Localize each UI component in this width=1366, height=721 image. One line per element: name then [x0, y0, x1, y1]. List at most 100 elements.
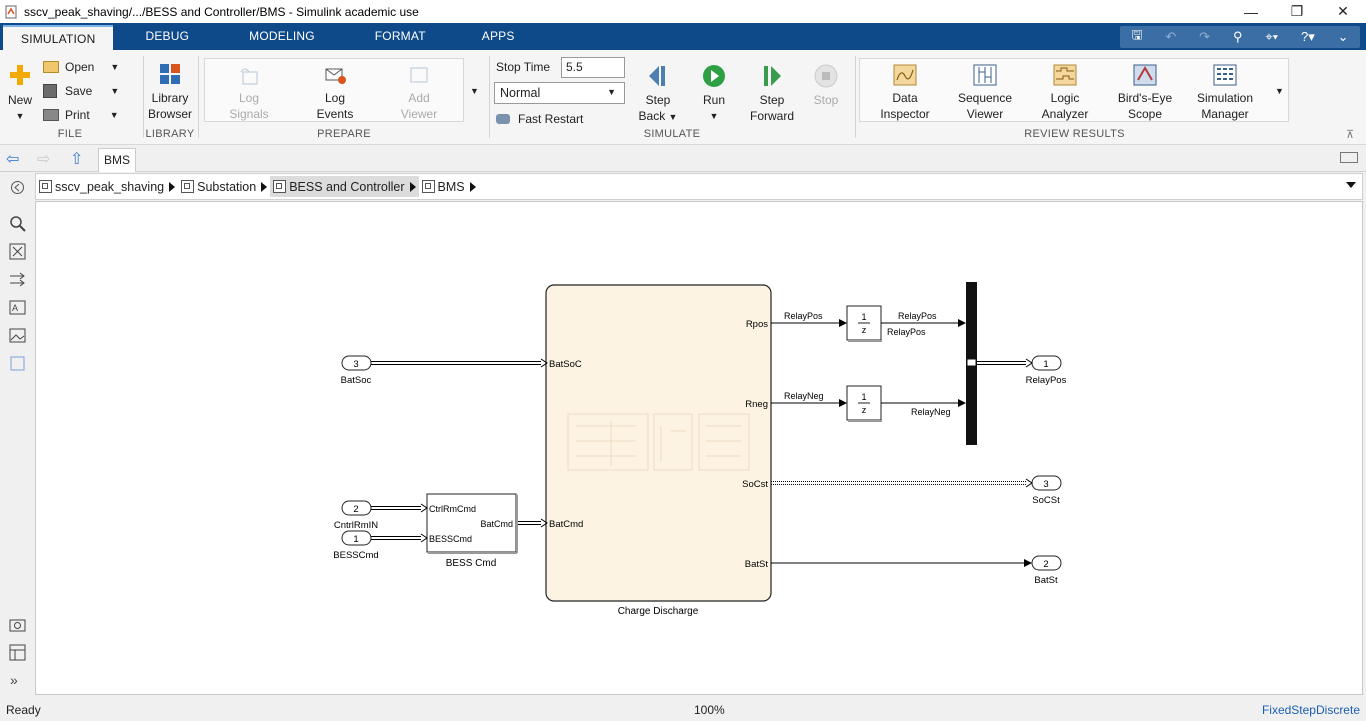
- add-viewer-button[interactable]: Add Viewer: [396, 64, 442, 122]
- inport-batsoc[interactable]: 3 BatSoc: [341, 355, 372, 386]
- restore-button[interactable]: ❐: [1290, 3, 1304, 19]
- tab-modeling[interactable]: MODELING: [249, 29, 315, 43]
- data-inspector-button[interactable]: Data Inspector: [877, 64, 933, 122]
- redo-icon[interactable]: ↷: [1199, 29, 1211, 44]
- inport-besscmd[interactable]: 1 BESSCmd: [333, 530, 379, 561]
- minimize-button[interactable]: —: [1244, 3, 1258, 20]
- unit-delay-block-pos[interactable]: 1 z: [846, 305, 882, 342]
- subsystem-thumbnail: [567, 413, 750, 471]
- open-button[interactable]: Open ▼: [43, 60, 119, 74]
- signal-label-relaypos-bus[interactable]: RelayPos: [887, 327, 926, 337]
- close-button[interactable]: ✕: [1337, 3, 1349, 19]
- new-button[interactable]: New ▼: [4, 62, 36, 124]
- data-inspector-icon: [893, 64, 917, 86]
- keyboard-icon[interactable]: [1340, 152, 1358, 163]
- run-icon: [703, 65, 725, 87]
- breadcrumb-item-bms[interactable]: BMS: [419, 176, 479, 197]
- svg-text:CntrlRmIN: CntrlRmIN: [334, 520, 378, 531]
- hide-browser-icon[interactable]: [9, 179, 26, 196]
- step-back-button[interactable]: Step Back ▼: [638, 64, 678, 125]
- svg-text:BESSCmd: BESSCmd: [333, 550, 378, 561]
- tab-bms[interactable]: BMS: [98, 148, 136, 172]
- outport-relaypos[interactable]: 1 RelayPos: [1026, 355, 1067, 386]
- annotation-icon[interactable]: A: [9, 299, 26, 316]
- stop-button[interactable]: Stop: [808, 64, 844, 108]
- chevron-down-icon[interactable]: [1346, 182, 1356, 188]
- help-icon[interactable]: ?▾: [1301, 29, 1315, 44]
- fit-to-view-icon[interactable]: [9, 243, 26, 260]
- expand-chevrons-icon[interactable]: »: [10, 672, 18, 688]
- port-label-rneg: Rneg: [745, 399, 768, 410]
- signal-arrow-icon[interactable]: [9, 271, 26, 288]
- print-button[interactable]: Print ▼: [43, 108, 119, 122]
- chevron-down-icon: ▼: [109, 110, 119, 120]
- model-canvas[interactable]: BatSoC BatCmd Rpos Rneg SoCst BatSt Char…: [35, 201, 1363, 695]
- model-toolbar: ⇦ ⇨ ⇧ BMS: [0, 145, 1366, 172]
- simulation-mode-select[interactable]: Normal ▼: [494, 82, 625, 104]
- back-arrow-icon[interactable]: ⇦: [6, 151, 20, 168]
- signal-label-relayneg-delayed[interactable]: RelayNeg: [911, 407, 951, 417]
- stop-time-input[interactable]: 5.5: [561, 57, 625, 78]
- subsystem-icon: [273, 180, 287, 193]
- log-signals-button[interactable]: Log Signals: [226, 64, 272, 122]
- breadcrumb-item-bess-controller[interactable]: BESS and Controller: [270, 176, 419, 197]
- chevron-down-icon[interactable]: ▼: [1275, 86, 1284, 96]
- chevron-down-icon: ▼: [110, 86, 120, 96]
- quick-access-toolbar: 🖫 ↶ ↷ ⚲ ⌖▾ ?▾ ⌄: [1120, 26, 1360, 48]
- image-icon[interactable]: [9, 327, 26, 344]
- sequence-viewer-button[interactable]: Sequence Viewer: [955, 64, 1015, 122]
- camera-icon[interactable]: [9, 616, 26, 633]
- tab-format[interactable]: FORMAT: [374, 29, 426, 43]
- undo-icon[interactable]: ↶: [1165, 29, 1177, 44]
- signal-label-relayneg[interactable]: RelayNeg: [784, 391, 824, 401]
- run-button[interactable]: Run ▼: [696, 64, 732, 124]
- unit-delay-block-neg[interactable]: 1 z: [846, 385, 882, 422]
- fast-restart-toggle[interactable]: Fast Restart: [496, 112, 583, 126]
- new-icon: [10, 65, 30, 85]
- log-events-button[interactable]: Log Events: [310, 64, 360, 122]
- log-events-icon: [325, 68, 346, 84]
- area-icon[interactable]: [9, 355, 26, 372]
- chevron-down-icon: ▼: [668, 112, 678, 122]
- model-browser-icon[interactable]: [9, 644, 26, 661]
- save-icon[interactable]: 🖫: [1131, 27, 1143, 42]
- svg-text:BatSt: BatSt: [1034, 575, 1058, 586]
- divider: [143, 56, 144, 138]
- pin-icon[interactable]: ⌖▾: [1265, 29, 1279, 44]
- save-button[interactable]: Save ▼: [43, 84, 119, 98]
- bess-cmd-block[interactable]: CtrlRmCmd BESSCmd BatCmd BESS Cmd: [426, 493, 518, 569]
- outport-batst[interactable]: 2 BatSt: [1031, 555, 1062, 586]
- library-browser-button[interactable]: Library Browser: [146, 62, 194, 122]
- signal-label-relaypos-delayed[interactable]: RelayPos: [898, 311, 937, 321]
- folder-icon: [43, 61, 59, 73]
- solver-link[interactable]: FixedStepDiscrete: [1261, 703, 1360, 717]
- forward-arrow-icon[interactable]: ⇨: [37, 151, 51, 168]
- port-label-batst: BatSt: [745, 559, 769, 570]
- logic-analyzer-button[interactable]: Logic Analyzer: [1035, 64, 1095, 122]
- tab-apps[interactable]: APPS: [481, 29, 515, 43]
- search-icon[interactable]: ⚲: [1232, 29, 1243, 44]
- library-browser-icon: [160, 64, 180, 84]
- step-forward-button[interactable]: Step Forward: [746, 64, 798, 124]
- inport-cntrlrmin[interactable]: 2 CntrlRmIN: [334, 500, 378, 531]
- breadcrumb-item-substation[interactable]: Substation: [178, 176, 270, 197]
- chevron-down-icon[interactable]: ⌄: [1337, 29, 1349, 44]
- birds-eye-scope-button[interactable]: Bird's-Eye Scope: [1115, 64, 1175, 122]
- up-arrow-icon[interactable]: ⇧: [70, 151, 84, 168]
- charge-discharge-block[interactable]: BatSoC BatCmd Rpos Rneg SoCst BatSt Char…: [545, 284, 772, 617]
- signal-label-relaypos[interactable]: RelayPos: [784, 311, 823, 321]
- collapse-ribbon-icon[interactable]: ⊼: [1346, 129, 1355, 141]
- simulation-manager-button[interactable]: Simulation Manager: [1191, 64, 1259, 122]
- tab-debug[interactable]: DEBUG: [145, 29, 190, 43]
- chevron-down-icon[interactable]: ▼: [470, 86, 479, 96]
- ribbon: New ▼ Open ▼ Save ▼ Print ▼ FILE Library: [0, 50, 1366, 145]
- subsystem-icon: [421, 180, 435, 193]
- outport-socst[interactable]: 3 SoCSt: [1031, 475, 1062, 506]
- svg-text:1: 1: [353, 534, 358, 545]
- zoom-icon[interactable]: [9, 215, 26, 232]
- model-icon: [39, 180, 52, 193]
- breadcrumb-item-model[interactable]: sscv_peak_shaving: [36, 176, 178, 197]
- tab-simulation[interactable]: SIMULATION: [3, 25, 114, 50]
- port-label-besscmd: BESSCmd: [429, 534, 472, 544]
- simulink-file-icon: [5, 5, 17, 18]
